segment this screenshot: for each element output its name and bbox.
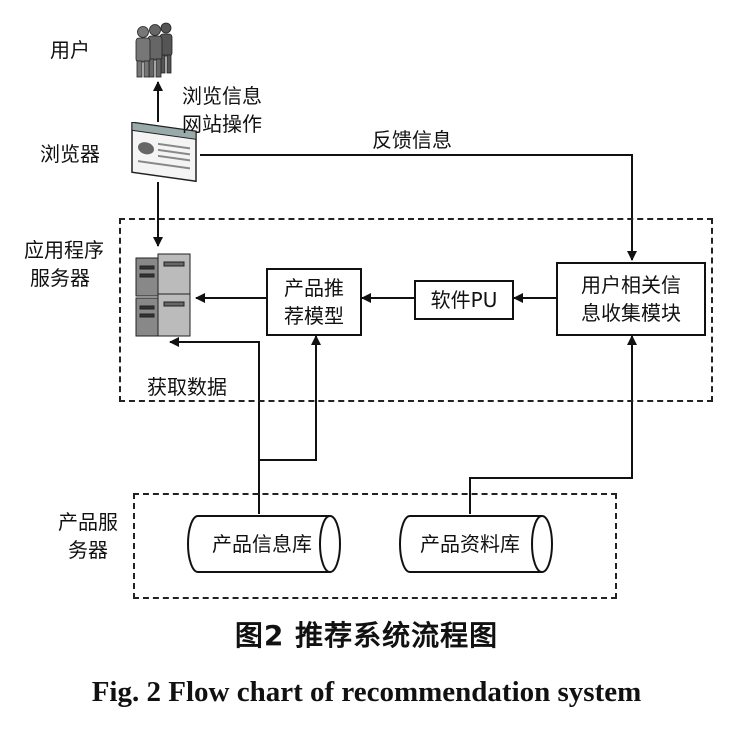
product-info-db-label: 产品信息库 xyxy=(212,532,312,556)
recommend-model-line2: 荐模型 xyxy=(284,304,344,328)
arrow-feedback xyxy=(200,154,637,261)
app-server-label-line1: 应用程序 xyxy=(24,238,104,262)
arrow-datadb-to-collect xyxy=(469,335,637,514)
caption-chinese: 图2 推荐系统流程图 xyxy=(234,619,499,652)
user-label: 用户 xyxy=(50,38,90,62)
feedback-label: 反馈信息 xyxy=(372,128,452,152)
arrow-db-to-model xyxy=(259,335,321,461)
user-group-icon xyxy=(135,22,173,78)
info-collection-line2: 息收集模块 xyxy=(581,301,681,325)
recommend-model-line1: 产品推 xyxy=(284,276,344,300)
product-server-label-line2: 务器 xyxy=(68,538,108,562)
browser-label: 浏览器 xyxy=(40,142,100,166)
get-data-label: 获取数据 xyxy=(147,375,227,399)
product-data-db-shape xyxy=(399,515,553,573)
info-collection-line1: 用户相关信 xyxy=(581,273,681,297)
info-collection-box: 用户相关信息收集模块 xyxy=(556,262,706,336)
product-info-db-shape xyxy=(187,515,341,573)
software-pu-label: 软件PU xyxy=(430,288,498,312)
browser-window-icon xyxy=(131,122,197,183)
product-data-db-label: 产品资料库 xyxy=(420,532,520,556)
app-server-label-line2: 服务器 xyxy=(30,266,90,290)
caption-english: Fig. 2 Flow chart of recommendation syst… xyxy=(91,676,642,708)
server-rack-icon xyxy=(135,253,191,337)
browse-ops-label-line2: 网站操作 xyxy=(182,112,262,136)
software-pu-box: 软件PU xyxy=(414,280,514,320)
browse-ops-label-line1: 浏览信息 xyxy=(182,84,262,108)
product-server-label-line1: 产品服 xyxy=(58,510,118,534)
arrow-get-data xyxy=(169,337,260,514)
product-server-group xyxy=(133,493,617,599)
app-server-group xyxy=(119,218,713,402)
recommend-model-box: 产品推荐模型 xyxy=(266,268,362,336)
